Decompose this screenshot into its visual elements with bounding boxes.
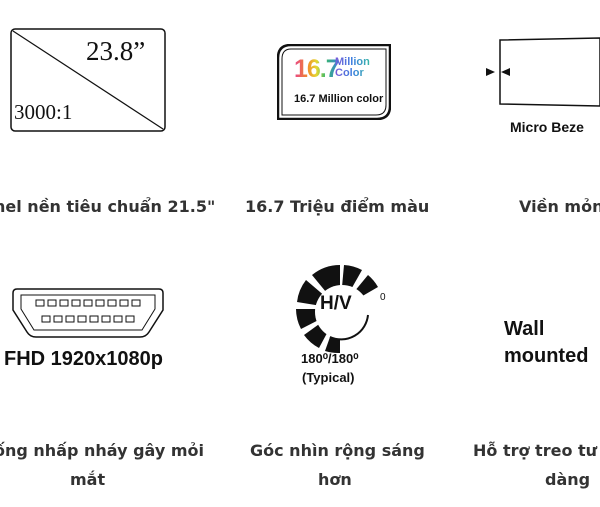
- flicker-caption-line2: mắt: [70, 470, 106, 489]
- viewing-angle-icon: [296, 264, 378, 354]
- color-caption: 16.7 Triệu điểm màu: [245, 197, 430, 216]
- bezel-caption: Viền mỏn: [519, 197, 600, 216]
- panel-caption: nel nền tiêu chuẩn 21.5": [0, 197, 216, 216]
- million-color-stacked: Million Color: [335, 57, 370, 79]
- panel-size-text: 23.8”: [86, 36, 146, 66]
- typical-label: (Typical): [302, 370, 355, 385]
- wall-caption-line1: Hỗ trợ treo tư: [473, 441, 598, 460]
- hv-degree: 0: [380, 292, 386, 303]
- color-depth-number: 16.7: [294, 55, 340, 83]
- viewing-caption-line1: Góc nhìn rộng sáng: [250, 441, 425, 460]
- color-badge-icon: [277, 44, 391, 120]
- wall-word: Wall: [504, 318, 545, 340]
- viewing-caption-line2: hơn: [318, 470, 352, 489]
- color-depth-label: 16.7 Million color: [294, 93, 384, 105]
- contrast-ratio-text: 3000:1: [14, 100, 73, 124]
- diagonal-panel-icon: [10, 28, 166, 132]
- wall-caption-line2: dàng: [545, 470, 591, 489]
- micro-bezel-icon: [486, 37, 600, 107]
- mounted-word: mounted: [504, 345, 589, 367]
- angle-value: 180⁰/180⁰: [301, 351, 359, 366]
- wall-mounted-label: Wall mounted: [504, 316, 588, 370]
- flicker-caption-line1: ống nhấp nháy gây mỏi: [0, 441, 204, 460]
- hdmi-port-icon: [12, 288, 164, 338]
- resolution-label: FHD 1920x1080p: [4, 348, 163, 370]
- hv-label: H/V: [320, 293, 352, 314]
- micro-bezel-label: Micro Beze: [510, 119, 584, 135]
- color-word: Color: [335, 67, 364, 79]
